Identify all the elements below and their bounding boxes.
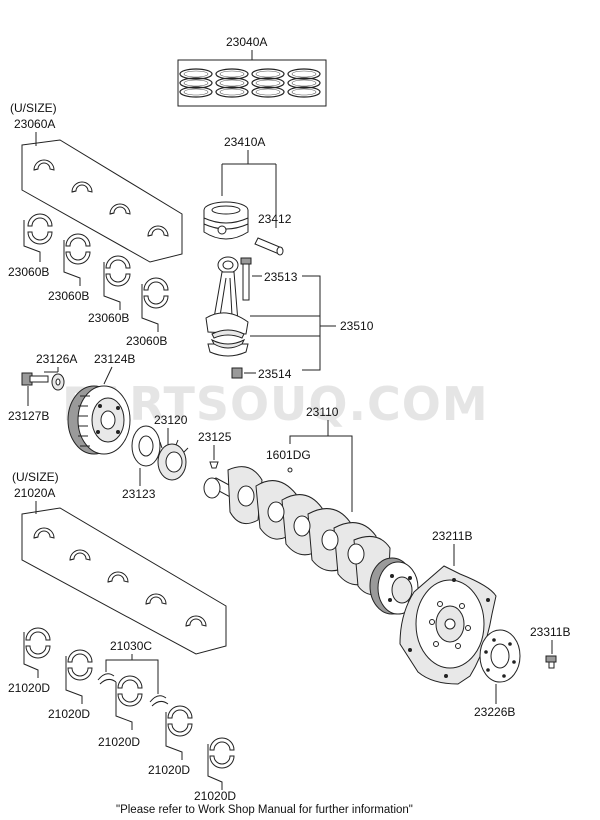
- label-21020A: 21020A: [14, 486, 55, 500]
- label-21020D-5: 21020D: [194, 789, 236, 803]
- bearing-21020D-1[interactable]: 21020D: [8, 627, 51, 695]
- label-23060B-3: 23060B: [88, 311, 129, 325]
- label-23412: 23412: [258, 212, 292, 226]
- label-23060B-1: 23060B: [8, 265, 49, 279]
- label-1601DG: 1601DG: [266, 448, 311, 462]
- crank-pulley-group[interactable]: 23126A 23124B 23127B: [8, 352, 135, 455]
- label-23211B: 23211B: [432, 529, 472, 543]
- label-23311B: 23311B: [530, 625, 570, 639]
- label-23110: 23110: [306, 405, 339, 419]
- timing-sprocket-group[interactable]: 23120 23123: [122, 413, 189, 501]
- label-23060B-4: 23060B: [126, 334, 167, 348]
- woodruff-key-group[interactable]: 23125: [198, 430, 232, 469]
- crankshaft-group[interactable]: 23110 1601DG: [203, 405, 419, 615]
- connecting-rod-group[interactable]: 23513 23514 23510: [205, 256, 374, 381]
- bearing-23060B-1[interactable]: 23060B: [8, 213, 53, 279]
- label-21020D-3: 21020D: [98, 735, 140, 749]
- piston-rings-group[interactable]: 23040A: [177, 35, 327, 107]
- label-upper-usize: (U/SIZE): [10, 101, 57, 115]
- label-23060B-2: 23060B: [48, 289, 89, 303]
- bearing-21020D-3[interactable]: 21020D: [98, 675, 143, 749]
- label-23120: 23120: [154, 413, 188, 427]
- drive-plate-bolt-group[interactable]: 23311B: [530, 625, 570, 669]
- label-23124B: 23124B: [94, 352, 135, 366]
- bearing-21020D-4[interactable]: 21020D: [148, 705, 193, 777]
- bearing-21020D-2[interactable]: 21020D: [48, 649, 93, 721]
- thrust-washer-group[interactable]: 21030C: [97, 639, 169, 707]
- label-23226B: 23226B: [474, 705, 515, 719]
- label-23126A: 23126A: [36, 352, 77, 366]
- label-21020D-1: 21020D: [8, 681, 50, 695]
- drive-plate-group[interactable]: 23211B: [399, 529, 497, 685]
- label-23125: 23125: [198, 430, 232, 444]
- watermark-text: PARTSOUQ.COM: [62, 377, 489, 431]
- bearing-23060B-4[interactable]: 23060B: [126, 277, 169, 348]
- adapter-plate-group[interactable]: 23226B: [474, 629, 521, 719]
- label-23127B: 23127B: [8, 409, 49, 423]
- label-21030C: 21030C: [110, 639, 152, 653]
- label-21020D-4: 21020D: [148, 763, 190, 777]
- label-21020D-2: 21020D: [48, 707, 90, 721]
- footer-note: "Please refer to Work Shop Manual for fu…: [116, 804, 413, 816]
- upper-bearing-set-group[interactable]: (U/SIZE) 23060A: [10, 101, 183, 263]
- label-23060A: 23060A: [14, 117, 55, 131]
- lower-bearing-set-group[interactable]: (U/SIZE) 21020A: [12, 470, 227, 655]
- label-lower-usize: (U/SIZE): [12, 470, 59, 484]
- piston-assembly-group[interactable]: 23410A 23412: [203, 135, 292, 256]
- label-23514: 23514: [258, 367, 292, 381]
- label-23123: 23123: [122, 487, 156, 501]
- label-23510: 23510: [340, 319, 374, 333]
- bearing-21020D-5[interactable]: 21020D: [194, 737, 236, 803]
- label-23410A: 23410A: [224, 135, 265, 149]
- label-23513: 23513: [264, 270, 298, 284]
- bearing-23060B-2[interactable]: 23060B: [48, 233, 91, 303]
- label-23040A: 23040A: [226, 35, 267, 49]
- bearing-23060B-3[interactable]: 23060B: [88, 255, 131, 325]
